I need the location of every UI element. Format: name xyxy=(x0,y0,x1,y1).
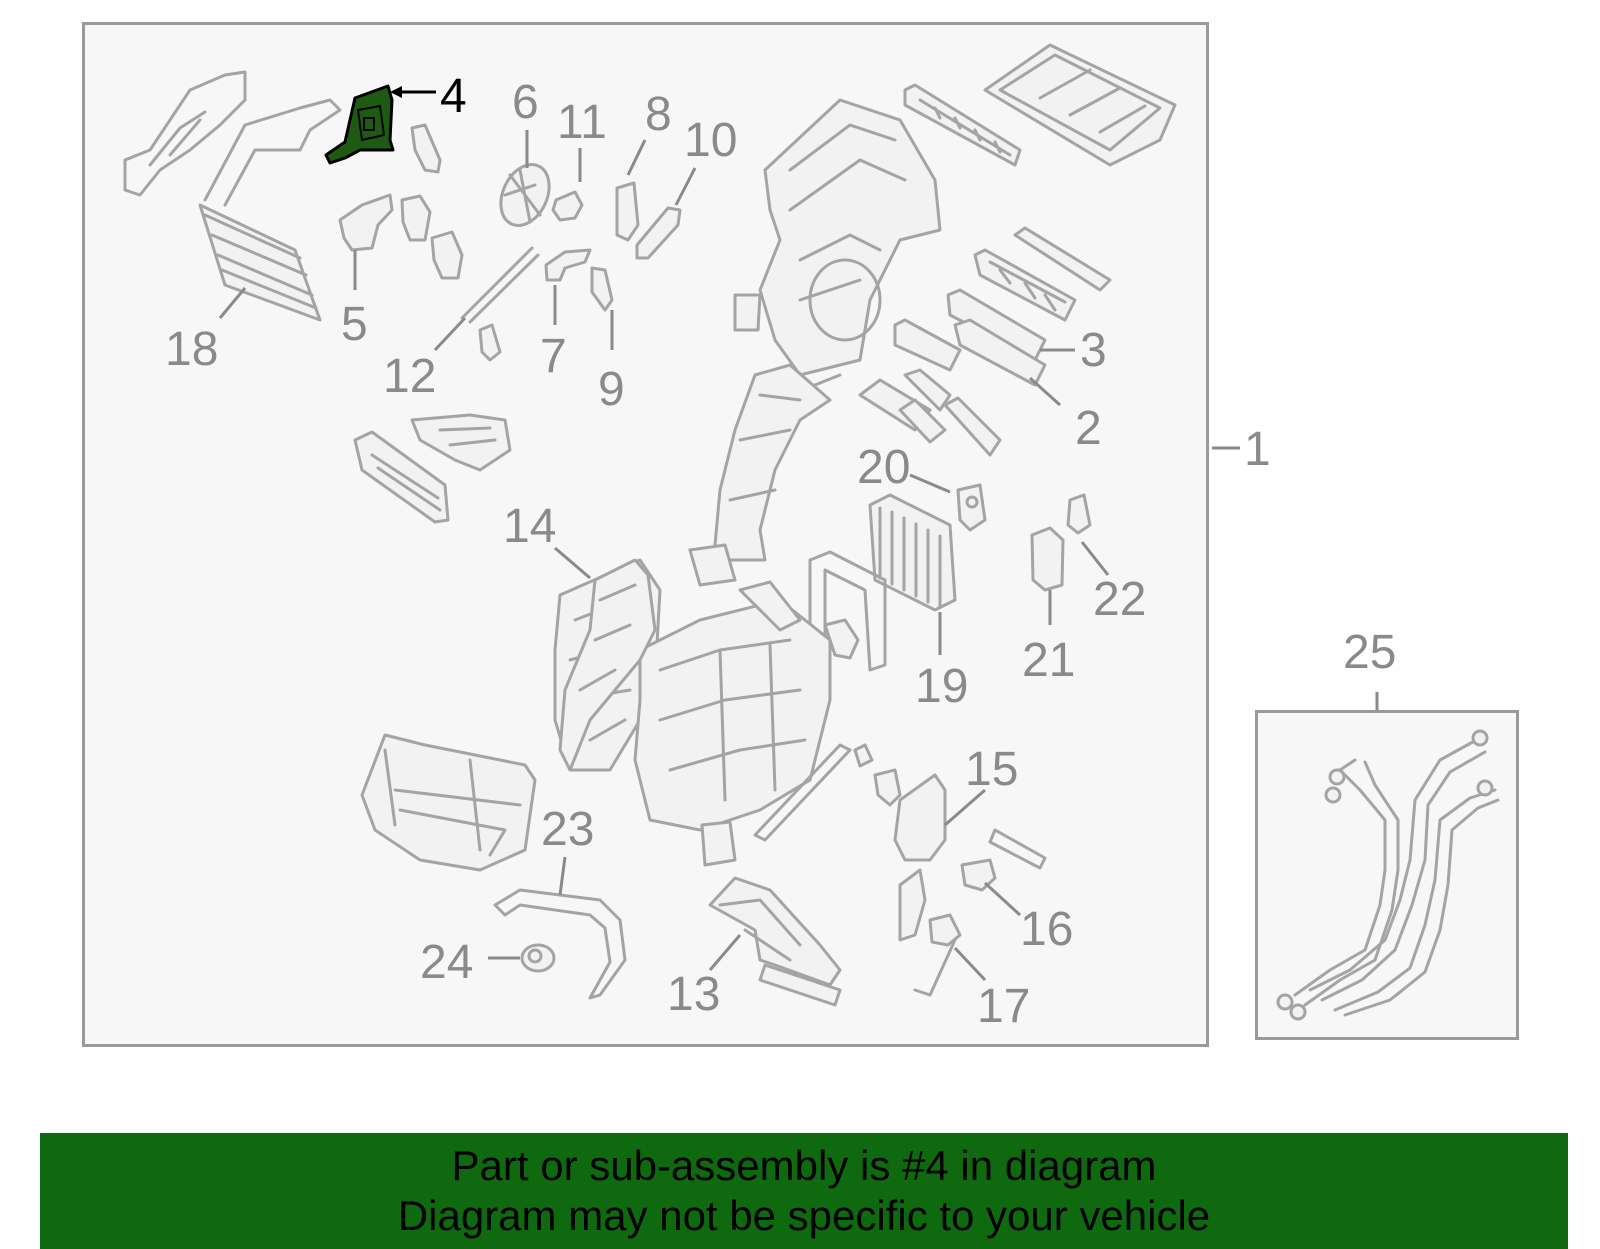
callout-4[interactable]: 4 xyxy=(440,70,467,123)
callout-12[interactable]: 12 xyxy=(383,350,436,403)
part-12-drawing xyxy=(460,246,540,362)
callout-15[interactable]: 15 xyxy=(965,743,1018,796)
callout-20[interactable]: 20 xyxy=(857,441,910,494)
callout-labels: 4 1 2 3 5 6 7 8 9 10 11 12 13 14 15 16 1… xyxy=(165,70,1396,1033)
callout-14[interactable]: 14 xyxy=(503,500,556,553)
callout-9[interactable]: 9 xyxy=(598,363,625,416)
main-diagram-frame xyxy=(82,22,1209,1047)
callout-17[interactable]: 17 xyxy=(977,980,1030,1033)
callout-22[interactable]: 22 xyxy=(1093,573,1146,626)
parts-20-21-22-drawing xyxy=(956,483,1092,592)
part-25-drawing xyxy=(1276,729,1500,1021)
callout-6[interactable]: 6 xyxy=(512,76,539,129)
callout-16[interactable]: 16 xyxy=(1020,903,1073,956)
callout-10[interactable]: 10 xyxy=(684,114,737,167)
banner-line-1: Part or sub-assembly is #4 in diagram xyxy=(451,1142,1157,1189)
part-4-drawing[interactable] xyxy=(324,84,395,165)
leader-lines xyxy=(218,86,1379,982)
parts-7-9-drawing xyxy=(544,248,614,312)
callout-8[interactable]: 8 xyxy=(645,88,672,141)
callout-25[interactable]: 25 xyxy=(1343,626,1396,679)
part-18-drawing xyxy=(123,70,342,322)
callout-3[interactable]: 3 xyxy=(1080,324,1107,377)
parts-6-11-8-10-drawing xyxy=(499,163,682,260)
callout-5[interactable]: 5 xyxy=(341,298,368,351)
callout-19[interactable]: 19 xyxy=(915,660,968,713)
parts-2-3-drawing xyxy=(858,226,1112,457)
lower-case-drawing xyxy=(360,733,537,872)
callout-21[interactable]: 21 xyxy=(1022,634,1075,687)
parts-15-16-17-drawing xyxy=(753,743,1047,997)
blower-motor-drawing xyxy=(353,413,512,524)
callout-13[interactable]: 13 xyxy=(667,968,720,1021)
filter-tray-drawing xyxy=(903,43,1177,167)
callout-7[interactable]: 7 xyxy=(540,330,567,383)
part-19-drawing xyxy=(868,493,957,612)
part-5-drawing xyxy=(338,123,464,280)
banner-line-2: Diagram may not be specific to your vehi… xyxy=(397,1192,1211,1239)
center-duct-drawing xyxy=(688,293,832,587)
callout-11[interactable]: 11 xyxy=(557,96,607,149)
callout-23[interactable]: 23 xyxy=(541,803,594,856)
part-13-drawing xyxy=(708,876,842,1007)
callout-2[interactable]: 2 xyxy=(1075,402,1102,455)
info-banner: Part or sub-assembly is #4 in diagram Di… xyxy=(40,1133,1568,1249)
callout-1[interactable]: 1 xyxy=(1244,423,1271,476)
upper-housing-drawing xyxy=(758,98,942,397)
callout-18[interactable]: 18 xyxy=(165,323,218,376)
part-14-drawing xyxy=(558,558,657,772)
parts-23-24-drawing xyxy=(493,888,627,1000)
callout-24[interactable]: 24 xyxy=(420,936,473,989)
